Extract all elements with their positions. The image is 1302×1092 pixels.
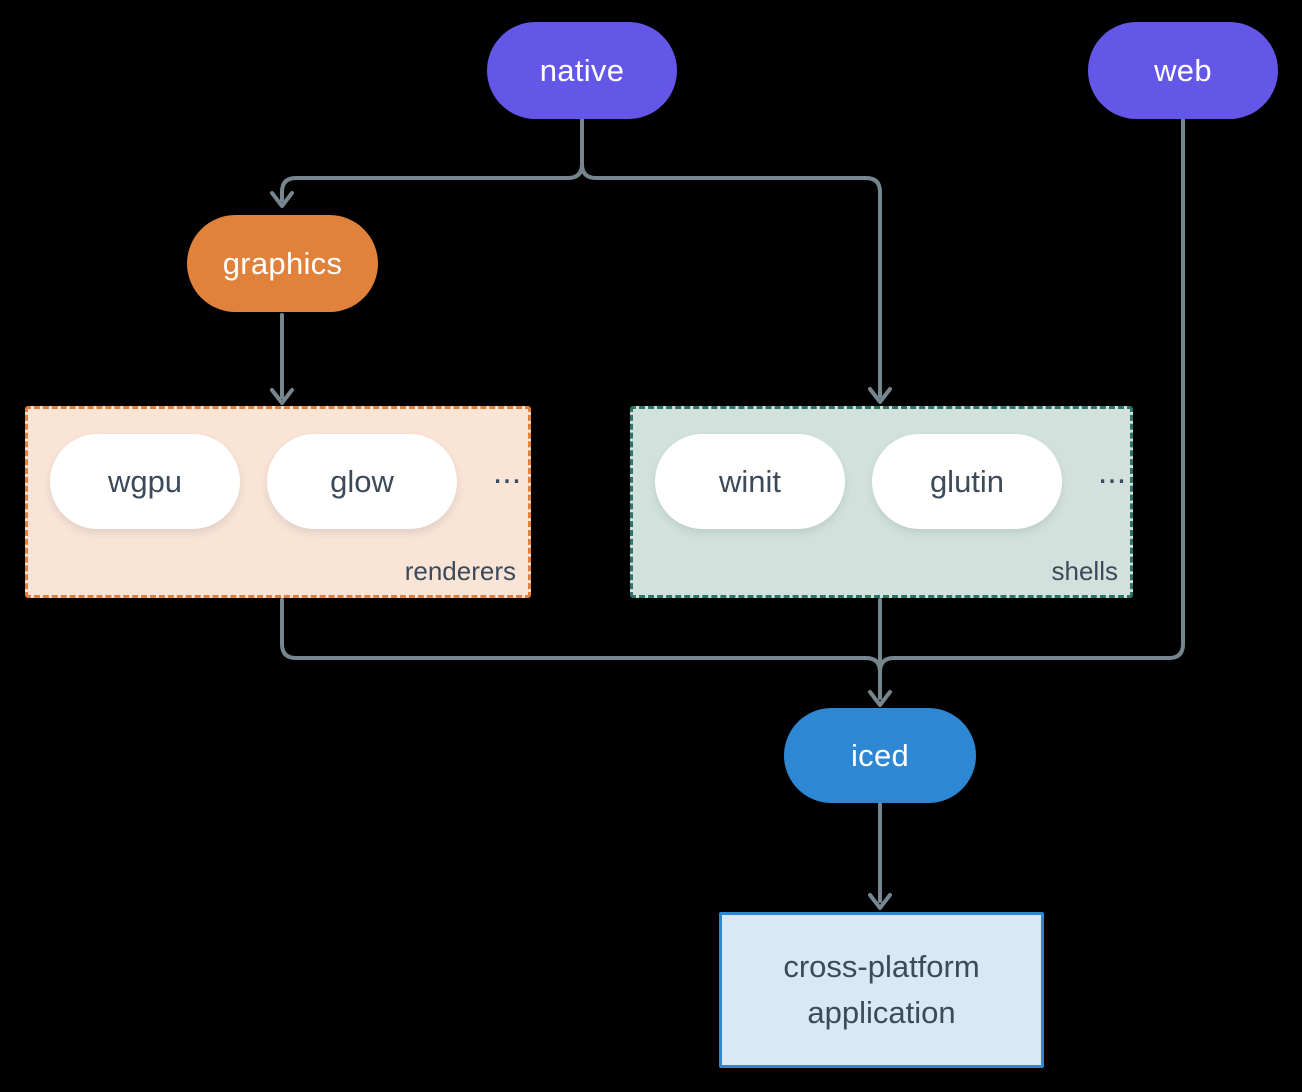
renderers-group-label: renderers: [404, 556, 516, 586]
arrowhead-into-renderers: [270, 388, 294, 405]
node-graphics-label: graphics: [222, 245, 343, 281]
edge-native-shells: [580, 118, 882, 398]
connector-group: [270, 118, 1185, 910]
arrowhead-into-application: [868, 893, 892, 910]
node-cross-platform-application: cross-platform application: [719, 912, 1044, 1068]
node-native-label: native: [539, 52, 625, 88]
group-shells: winit glutin ... shells: [630, 406, 1133, 598]
shells-group-label: shells: [1051, 556, 1118, 586]
arrowhead-into-iced: [868, 690, 892, 707]
renderers-ellipsis: ...: [492, 453, 522, 491]
node-winit-label: winit: [718, 463, 781, 499]
node-wgpu: wgpu: [50, 434, 240, 529]
node-winit: winit: [655, 434, 845, 529]
application-label-line2: application: [807, 995, 956, 1030]
arrowhead-into-graphics: [270, 191, 294, 208]
node-iced: iced: [784, 708, 976, 803]
group-renderers: wgpu glow ... renderers: [25, 406, 531, 598]
node-glutin-label: glutin: [929, 463, 1005, 499]
node-glow: glow: [267, 434, 457, 529]
node-web-label: web: [1154, 52, 1212, 88]
arrowhead-into-shells: [868, 387, 892, 404]
node-glutin: glutin: [872, 434, 1062, 529]
edge-renderers-iced: [280, 598, 882, 674]
shells-ellipsis: ...: [1097, 453, 1127, 491]
node-wgpu-label: wgpu: [107, 463, 183, 499]
node-web: web: [1088, 22, 1278, 119]
node-graphics: graphics: [187, 215, 378, 312]
edge-native-graphics: [280, 118, 584, 202]
node-glow-label: glow: [330, 463, 394, 499]
node-native: native: [487, 22, 677, 119]
application-label-line1: cross-platform: [783, 949, 980, 984]
node-iced-label: iced: [850, 737, 910, 773]
